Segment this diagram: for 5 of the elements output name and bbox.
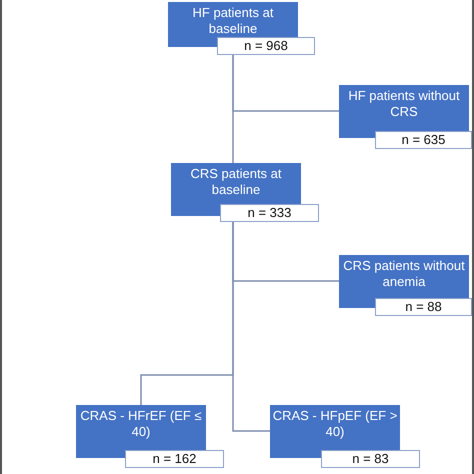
count-label: n = 968 bbox=[217, 37, 315, 55]
count-label: n = 333 bbox=[220, 204, 319, 222]
connector-line bbox=[232, 222, 270, 432]
connector-line bbox=[232, 55, 234, 163]
count-label: n = 88 bbox=[375, 298, 472, 316]
